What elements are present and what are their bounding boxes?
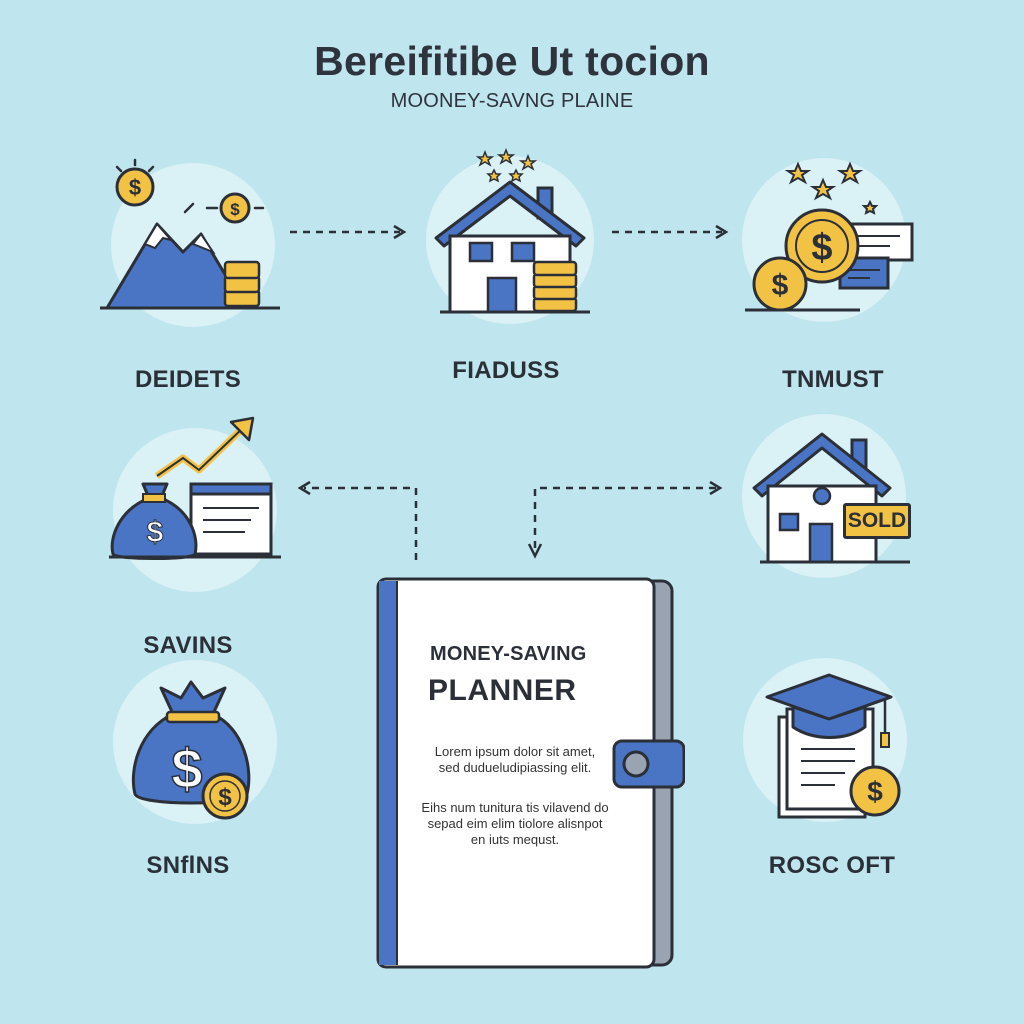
svg-text:$: $ <box>218 784 232 811</box>
svg-text:$: $ <box>772 269 789 302</box>
arrow-right-1 <box>288 222 413 242</box>
step-label-4: SAVINS <box>143 632 233 659</box>
planner-heading-line2: PLANNER <box>428 674 577 707</box>
planner-paragraph2-line1: Eihs num tunitura tis vilavend do <box>421 800 609 815</box>
planner-paragraph1-line1: Lorem ipsum dolor sit amet, <box>434 744 596 759</box>
svg-text:$: $ <box>129 175 141 200</box>
step-label-6: ROSC OFT <box>768 852 896 879</box>
graduation-cap-coin-icon: $ <box>735 645 935 845</box>
sold-sign: SOLD <box>843 503 911 539</box>
planner-book <box>370 575 685 970</box>
mountain-coins-icon: $ $ <box>95 150 295 350</box>
planner-heading-line1: MONEY-SAVING <box>430 643 587 665</box>
house-coins-icon <box>410 140 610 340</box>
svg-text:$: $ <box>147 516 164 549</box>
money-bag-coin-icon: $ $ <box>95 650 295 850</box>
arrow-connector-left <box>290 478 430 568</box>
arrow-connector-right <box>520 478 730 568</box>
page-title: Bereifitibe Ut tocion <box>314 38 710 84</box>
planner-paragraph2-line3: en iuts mequst. <box>470 832 560 847</box>
house-sold-icon <box>730 400 930 600</box>
step-label-3: TNMUST <box>782 366 884 393</box>
coins-document-icon: $ $ <box>730 150 930 350</box>
step-label-5: SNflNS <box>146 852 230 879</box>
svg-text:$: $ <box>230 200 240 219</box>
step-label-1: DEIDETS <box>134 366 242 393</box>
planner-paragraph1-line2: sed dudueludipiassing elit. <box>438 760 592 775</box>
arrow-right-2 <box>610 222 735 242</box>
money-bag-chart-icon: $ <box>95 410 295 610</box>
planner-paragraph2-line2: sepad eim elim tiolore alisnpot <box>427 816 603 831</box>
svg-text:$: $ <box>811 227 832 269</box>
page-subtitle: MOONEY-SAVNG PLAINE <box>390 90 634 112</box>
step-label-2: FIADUSS <box>452 357 560 384</box>
svg-text:$: $ <box>867 776 883 807</box>
svg-text:$: $ <box>171 737 202 800</box>
